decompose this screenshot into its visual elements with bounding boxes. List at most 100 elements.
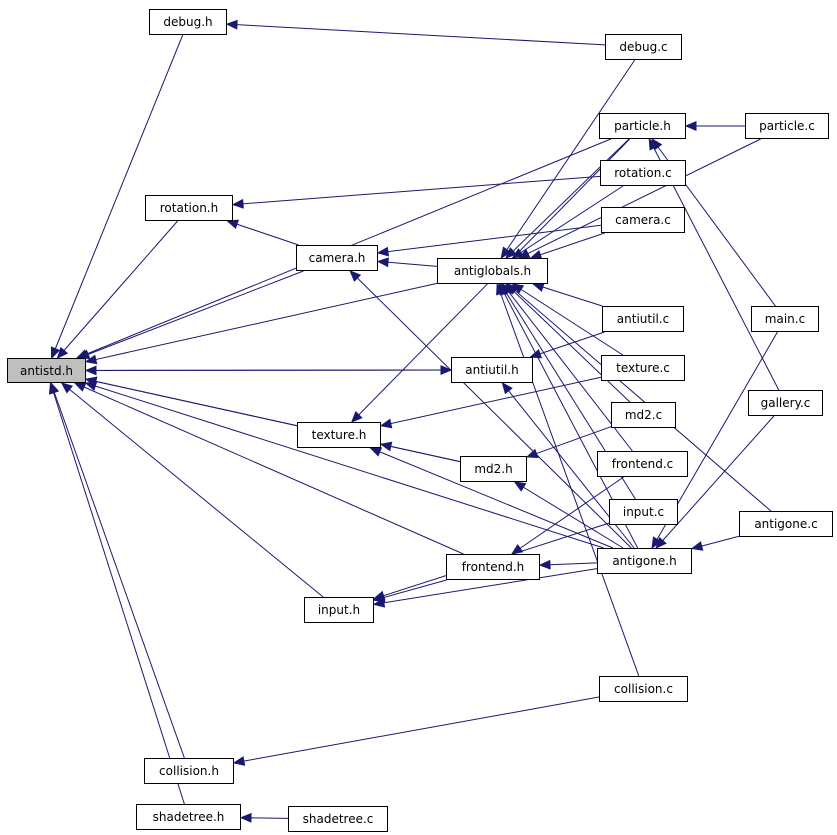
edge-shadetree_h-to-antistd_h xyxy=(49,382,185,805)
arrowhead-debug_h xyxy=(225,19,238,30)
node-texture-h[interactable]: texture.h xyxy=(297,422,381,448)
arrowhead-antiglobals_h xyxy=(506,283,519,295)
arrowhead-frontend_h xyxy=(538,559,551,570)
arrowhead-antistd_h xyxy=(48,381,59,395)
edge-camera_c-to-camera_h xyxy=(377,224,602,254)
node-collision-c[interactable]: collision.c xyxy=(599,676,688,702)
arrowhead-antistd_h xyxy=(84,381,98,391)
node-frontend-c[interactable]: frontend.c xyxy=(597,451,688,477)
node-input-c[interactable]: input.c xyxy=(609,499,678,525)
node-antiglobals-h[interactable]: antiglobals.h xyxy=(437,258,548,284)
node-camera-h[interactable]: camera.h xyxy=(296,245,378,271)
edge-antiutil_c-to-antiutil_h xyxy=(530,331,605,358)
node-debug-h[interactable]: debug.h xyxy=(149,9,227,35)
arrowhead-camera_h xyxy=(349,270,362,282)
node-collision-h[interactable]: collision.h xyxy=(144,758,234,784)
arrowhead-antistd_h xyxy=(84,354,98,365)
edge-antigone_h-to-camera_h xyxy=(349,270,632,549)
edge-rotation_c-to-antiglobals_h xyxy=(512,185,624,259)
node-gallery-c[interactable]: gallery.c xyxy=(748,390,823,416)
edge-frontend_h-to-input_h xyxy=(373,579,447,601)
arrowhead-rotation_h xyxy=(226,219,240,230)
edge-antigone_h-to-input_h xyxy=(373,568,598,605)
node-rotation-c[interactable]: rotation.c xyxy=(600,160,686,186)
edge-rotation_c-to-rotation_h xyxy=(232,175,601,206)
arrowhead-collision_h xyxy=(232,756,246,766)
edge-gallery_c-to-antigone_h xyxy=(655,415,775,549)
edge-collision_h-to-antistd_h xyxy=(50,382,185,759)
edge-antigone_h-to-md2_h xyxy=(514,481,624,549)
edge-frontend_h-to-antistd_h xyxy=(74,382,464,555)
node-md2-h[interactable]: md2.h xyxy=(460,456,527,482)
node-antistd-h[interactable]: antistd.h xyxy=(7,358,86,383)
node-camera-c[interactable]: camera.c xyxy=(601,207,685,233)
node-main-c[interactable]: main.c xyxy=(751,306,819,332)
node-shadetree-c[interactable]: shadetree.c xyxy=(288,806,388,832)
edge-antigone_h-to-antistd_h xyxy=(85,382,604,549)
edge-antigone_h-to-texture_h xyxy=(370,447,614,549)
edge-texture_c-to-texture_h xyxy=(380,376,602,427)
arrowhead-antiutil_h xyxy=(501,381,513,395)
arrowhead-input_h xyxy=(372,590,386,601)
arrowhead-texture_h xyxy=(379,441,393,452)
edge-texture_c-to-antiglobals_h xyxy=(512,283,624,356)
edge-antiglobals_h-to-antistd_h xyxy=(85,282,438,363)
arrowhead-texture_h xyxy=(379,418,393,429)
arrowhead-antistd_h xyxy=(73,382,87,392)
arrowhead-md2_h xyxy=(525,448,539,459)
node-antigone-c[interactable]: antigone.c xyxy=(739,511,833,537)
arrowhead-texture_h xyxy=(350,411,363,423)
edge-md2_c-to-md2_h xyxy=(526,426,612,458)
node-particle-c[interactable]: particle.c xyxy=(745,113,829,139)
arrowhead-antigone_h xyxy=(651,536,662,550)
arrowhead-camera_h xyxy=(376,257,389,268)
edge-debug_c-to-antiglobals_h xyxy=(500,59,636,259)
edge-input_h-to-antistd_h xyxy=(61,382,324,598)
node-md2-c[interactable]: md2.c xyxy=(611,402,676,428)
node-texture-c[interactable]: texture.c xyxy=(601,355,685,381)
arrowhead-antiglobals_h xyxy=(505,247,517,259)
node-frontend-h[interactable]: frontend.h xyxy=(446,554,540,580)
edge-camera_h-to-antistd_h xyxy=(78,270,304,359)
edge-frontend_c-to-antiglobals_h xyxy=(502,283,633,452)
edge-particle_c-to-antiglobals_h xyxy=(518,138,761,259)
arrowhead-antiglobals_h xyxy=(532,282,545,292)
node-shadetree-h[interactable]: shadetree.h xyxy=(136,804,241,830)
node-antiutil-c[interactable]: antiutil.c xyxy=(602,306,684,332)
arrowhead-antistd_h xyxy=(60,382,74,394)
edge-debug_c-to-debug_h xyxy=(226,23,606,46)
arrowhead-camera_h xyxy=(376,246,390,257)
arrowhead-antiglobals_h xyxy=(498,282,509,296)
arrowhead-texture_h xyxy=(369,447,383,457)
edge-camera_h-to-rotation_h xyxy=(227,220,299,246)
node-antiutil-h[interactable]: antiutil.h xyxy=(451,357,533,383)
arrowhead-rotation_h xyxy=(231,198,244,209)
edge-camera_c-to-antiglobals_h xyxy=(530,232,605,259)
edge-debug_h-to-antistd_h xyxy=(51,34,184,359)
edge-antiutil_c-to-antiglobals_h xyxy=(533,283,603,307)
arrowhead-shadetree_h xyxy=(239,812,252,823)
node-input-h[interactable]: input.h xyxy=(304,597,374,623)
node-debug-c[interactable]: debug.c xyxy=(605,34,682,60)
node-particle-h[interactable]: particle.h xyxy=(599,113,686,139)
arrowhead-md2_h xyxy=(513,481,527,492)
arrowhead-antistd_h xyxy=(56,346,69,359)
arrowhead-antigone_h xyxy=(690,541,704,551)
node-antigone-h[interactable]: antigone.h xyxy=(597,548,692,574)
edge-md2_h-to-texture_h xyxy=(380,443,461,463)
edge-collision_c-to-antiglobals_h xyxy=(496,283,640,677)
arrowhead-antigone_h xyxy=(655,536,667,549)
arrowhead-antistd_h xyxy=(50,346,61,360)
arrowhead-antiglobals_h xyxy=(500,246,512,260)
edge-antigone_c-to-antiglobals_h xyxy=(507,283,772,512)
arrowhead-input_h xyxy=(372,597,386,608)
edge-frontend_c-to-frontend_h xyxy=(511,476,624,555)
arrowhead-particle_h xyxy=(648,137,659,151)
edge-collision_c-to-collision_h xyxy=(233,696,600,764)
edge-particle_h-to-antiglobals_h xyxy=(505,138,630,259)
node-rotation-h[interactable]: rotation.h xyxy=(145,195,233,221)
arrowhead-antiutil_h xyxy=(440,365,453,376)
edge-md2_c-to-antiglobals_h xyxy=(505,283,631,403)
